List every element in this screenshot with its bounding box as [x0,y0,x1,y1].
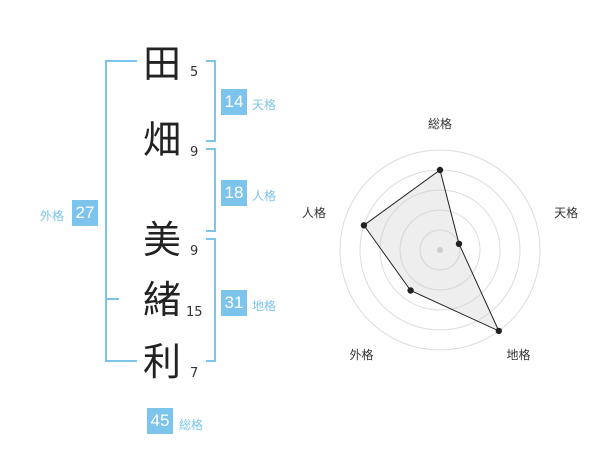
tenkaku-label: 天格 [252,98,277,112]
gaikaku-label: 外格 [40,209,65,223]
jinkaku-value-badge: 18 [221,180,247,206]
radar-point-2 [455,240,463,247]
chikaku-label: 地格 [252,299,277,313]
tenkaku-value-badge: 14 [221,89,247,115]
name-char-5: 利 [142,340,181,384]
gaikaku-value-badge: 27 [72,200,98,226]
radar-point-1 [436,166,444,174]
radar-data-polygon [363,169,500,332]
radar-axis-label-2: 天格 [554,205,578,220]
radar-axis-label-3: 地格 [506,347,530,362]
stroke-count-4: 15 [186,305,203,320]
radar-center-dot [437,247,443,253]
radar-point-5 [360,222,368,229]
name-char-2: 畑 [142,118,181,162]
radar-ring [399,209,481,291]
jinkaku-bracket [206,148,216,232]
tenkaku-bracket [206,60,216,142]
radar-point-3 [495,327,502,335]
gaikaku-bracket [105,60,137,362]
jinkaku-label: 人格 [252,189,277,203]
chikaku-value-badge: 31 [221,290,247,316]
soukaku-value-badge: 45 [147,408,173,434]
soukaku-label: 総格 [179,418,204,432]
name-char-3: 美 [142,218,181,262]
stroke-count-1: 5 [190,65,199,80]
radar-axis-label-5: 人格 [302,205,326,220]
radar-axis-label-4: 外格 [349,347,373,362]
stroke-count-3: 9 [190,244,199,259]
stroke-count-2: 9 [190,145,199,160]
stroke-count-5: 7 [190,366,199,381]
gaikaku-bracket-mid [105,298,119,300]
radar-point-4 [407,287,414,294]
name-char-4: 緒 [142,278,181,322]
name-char-1: 田 [142,42,181,86]
radar-axis-label-1: 総格 [428,116,452,131]
radar-ring [419,229,461,271]
chikaku-bracket [206,238,216,362]
radar-ring [379,189,501,311]
